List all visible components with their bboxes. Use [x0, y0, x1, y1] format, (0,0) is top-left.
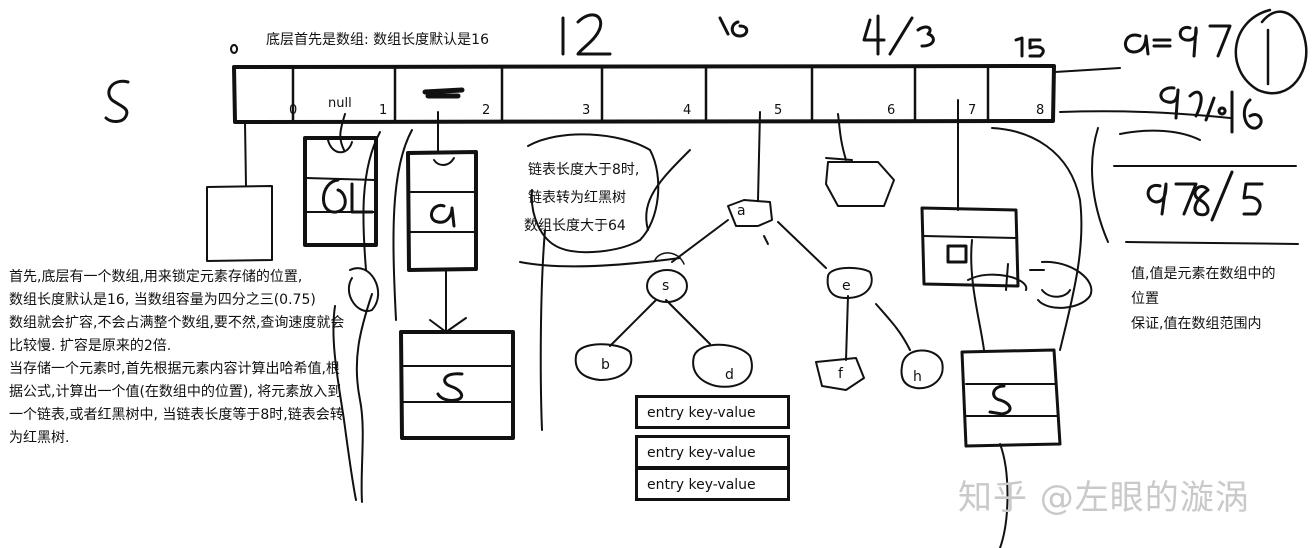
array-cell-dividers	[291, 65, 990, 123]
array-index-7: 7	[968, 103, 977, 118]
tree-node-s: s	[662, 278, 670, 294]
node-b-shape	[574, 343, 633, 381]
array-index-6: 6	[887, 103, 896, 118]
array-index-1: 1	[379, 103, 388, 118]
scribble-s-left	[104, 79, 130, 123]
right-note: 值,值是元素在数组中的 位置 保证,值在数组范围内	[1131, 262, 1275, 337]
array-index-4: 4	[683, 103, 692, 118]
right-note-line-2: 位置	[1131, 291, 1159, 307]
right-note-line-1: 值,值是元素在数组中的	[1131, 266, 1276, 282]
bucket-0	[206, 121, 273, 262]
array-index-8: 8	[1036, 103, 1045, 118]
scribble-left-line	[332, 305, 357, 501]
tree-conversion-note: 链表长度大于8时, 链表转为红黑树 数组长度大于64	[524, 156, 640, 240]
description-line-8: 为红黑树.	[9, 430, 70, 446]
bucket-1	[303, 113, 381, 503]
node-f-shape	[815, 357, 865, 391]
null-label: null	[328, 96, 352, 111]
description-line-3: 数组就会扩容,不会占满整个数组,要不然,查询速度就会	[9, 315, 345, 331]
scribble-right-math	[1091, 86, 1299, 245]
bucket-2	[392, 111, 515, 440]
entry-box-1: entry key-value	[635, 395, 790, 429]
description-line-1: 首先,底层有一个数组,用来锁定元素存储的位置,	[9, 269, 303, 285]
array-index-0: 0	[289, 103, 298, 118]
description-paragraph: 首先,底层有一个数组,用来锁定元素存储的位置, 数组长度默认是16, 当数组容量…	[9, 266, 344, 450]
tree-node-d: d	[725, 367, 734, 383]
description-line-7: 一个链表,或者红黑树中, 当链表长度等于8时,链表会转	[9, 407, 344, 423]
note-bubble	[519, 133, 691, 431]
array-index-5: 5	[774, 103, 783, 118]
node-s-shape	[646, 269, 688, 303]
tree-note-line-2: 链表转为红黑树	[528, 190, 626, 206]
tree-node-a: a	[737, 203, 746, 219]
node-e-shape	[826, 266, 873, 299]
node-d-shape	[692, 343, 753, 388]
tree-node-f: f	[838, 366, 843, 382]
tree-node-b: b	[601, 357, 610, 373]
node-h-shape	[900, 349, 944, 390]
bucket-7	[920, 99, 1093, 548]
array-extension-lines	[1054, 67, 1231, 119]
scribble-numbers	[230, 8, 1308, 95]
tree-note-line-3: 数组长度大于64	[524, 218, 626, 234]
tree-note-line-1: 链表长度大于8时,	[528, 162, 640, 178]
entry-box-3: entry key-value	[635, 467, 790, 501]
right-note-line-3: 保证,值在数组范围内	[1131, 316, 1262, 332]
description-line-2: 数组长度默认是16, 当数组容量为四分之三(0.75)	[9, 292, 316, 308]
array-index-2: 2	[482, 103, 491, 118]
bucket-6	[825, 113, 895, 207]
cell-2-marker	[422, 87, 465, 99]
watermark: 知乎 @左眼的漩涡	[958, 478, 1250, 518]
tree-node-shapes	[574, 199, 944, 391]
diagram-header: 底层首先是数组: 数组长度默认是16	[266, 32, 489, 48]
description-line-6: 据公式,计算出一个值(在数组中的位置), 将元素放入到	[9, 384, 342, 400]
tree-node-e: e	[842, 278, 851, 294]
description-line-4: 比较慢. 扩容是原来的2倍.	[9, 338, 172, 354]
node-a-shape	[727, 199, 773, 227]
tree-edges	[609, 111, 911, 361]
array-outline	[232, 64, 1056, 124]
entry-box-2: entry key-value	[635, 435, 790, 469]
array-index-3: 3	[582, 103, 591, 118]
tree-node-h: h	[913, 369, 922, 385]
description-line-5: 当存储一个元素时,首先根据元素内容计算出哈希值,根	[9, 361, 340, 377]
